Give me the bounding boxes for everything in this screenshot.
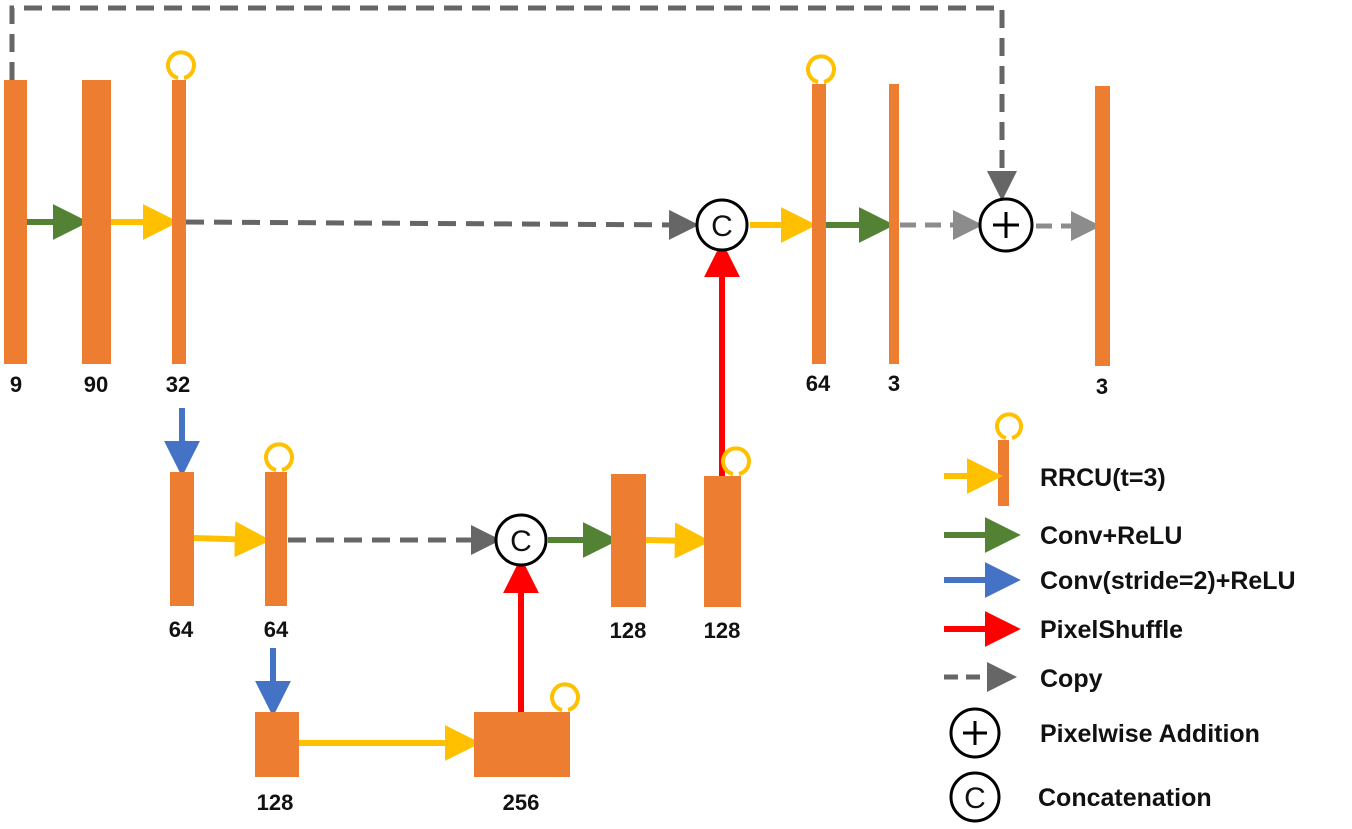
block-label: 3 <box>888 371 900 396</box>
block-label: 256 <box>503 790 540 815</box>
block-enc-64b <box>265 472 287 606</box>
block-input <box>4 80 27 364</box>
concat-node-top <box>695 198 749 252</box>
block-label: 64 <box>806 371 831 396</box>
recurrent-loop-icon <box>995 412 1023 440</box>
recurrent-loop-icon <box>264 442 294 472</box>
block-dec-128b <box>704 476 741 607</box>
legend-concat-node <box>949 771 1001 823</box>
copy-arrow-global-skip <box>9 5 1017 202</box>
concat-node-mid <box>494 513 548 567</box>
block-label: 3 <box>1096 374 1108 399</box>
block-32 <box>172 80 186 364</box>
concat-node-mid-symbol: C <box>510 525 532 558</box>
block-top-64 <box>812 84 826 364</box>
legend-conv-relu-label: Conv+ReLU <box>1040 522 1182 550</box>
block-label: 64 <box>264 617 289 642</box>
legend-copy-label: Copy <box>1040 665 1103 693</box>
rrcu-arrow-4 <box>645 522 711 559</box>
legend-rrcu-block <box>998 440 1009 506</box>
block-label: 128 <box>610 618 647 643</box>
legend-add-label: Pixelwise Addition <box>1040 720 1260 748</box>
block-label: 9 <box>10 372 22 397</box>
legend: RRCU(t=3) Conv+ReLU Conv(stride=2)+ReLU … <box>944 412 1296 823</box>
recurrent-loop-icon <box>550 682 580 712</box>
legend-conv-stride-label: Conv(stride=2)+ReLU <box>1040 567 1296 595</box>
block-label: 32 <box>166 372 190 397</box>
recurrent-loop-icon <box>166 50 196 80</box>
recurrent-loop-icon <box>806 54 836 84</box>
block-label: 90 <box>84 372 108 397</box>
block-enc-64a <box>170 472 194 606</box>
legend-concat-label: Concatenation <box>1038 784 1212 812</box>
block-output-3 <box>1095 86 1110 366</box>
block-label: 64 <box>169 617 194 642</box>
recurrent-loop-icon <box>721 446 751 476</box>
legend-rrcu-label: RRCU(t=3) <box>1040 464 1166 492</box>
block-90 <box>82 80 111 364</box>
block-bottleneck-128 <box>255 712 299 777</box>
block-bottleneck-256 <box>474 712 570 777</box>
rrcu-arrow-2 <box>193 521 271 558</box>
copy-arrow-top-skip <box>185 209 699 240</box>
block-label: 128 <box>257 790 294 815</box>
legend-concat-symbol: C <box>964 782 986 815</box>
block-label: 128 <box>704 618 741 643</box>
block-top-3 <box>889 84 899 364</box>
legend-pixelshuffle-label: PixelShuffle <box>1040 616 1183 644</box>
block-dec-128a <box>611 474 646 607</box>
concat-node-top-symbol: C <box>711 210 733 243</box>
